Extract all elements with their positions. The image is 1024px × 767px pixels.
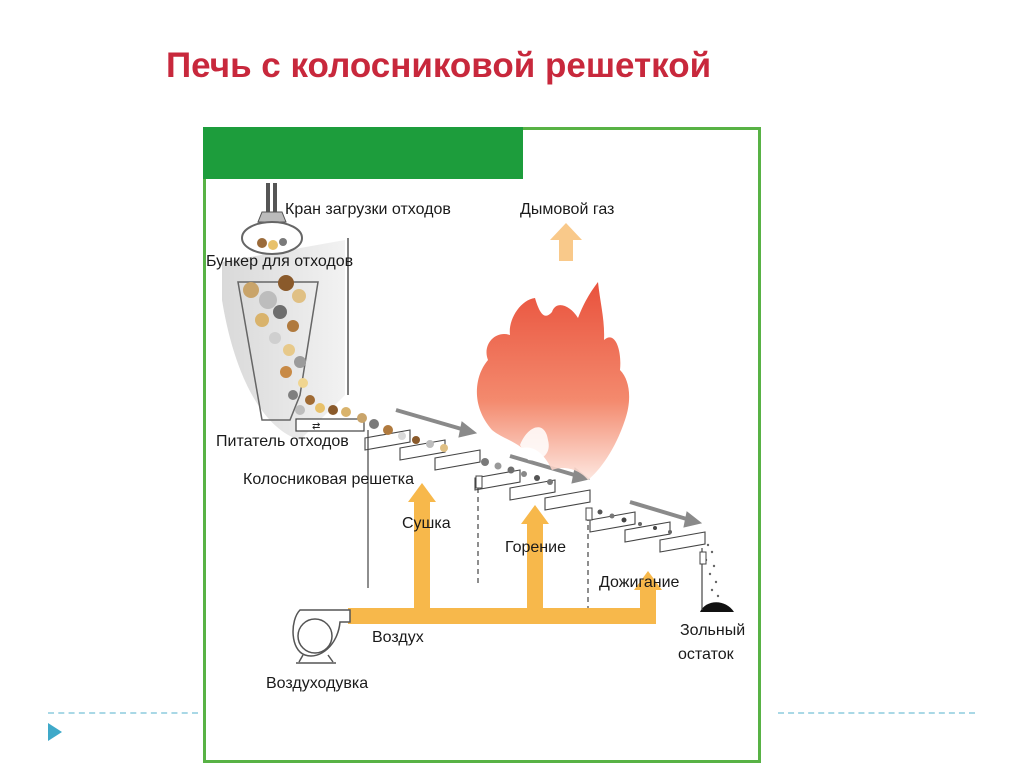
grate-direction-arrows xyxy=(395,408,703,528)
air-duct xyxy=(348,483,662,624)
combustion-label: Горение xyxy=(505,539,566,556)
footer-rule-left xyxy=(48,712,198,714)
bunker-label: Бункер для отходов xyxy=(206,253,354,270)
ash-pile xyxy=(700,602,734,612)
footer-rule-right xyxy=(778,712,975,714)
feeder-label: Питатель отходов xyxy=(216,433,349,450)
blower-label: Воздуходувка xyxy=(266,675,369,692)
ash-label-line2: остаток xyxy=(678,646,734,663)
fan-icon xyxy=(292,609,351,664)
afterburning-label: Дожигание xyxy=(599,574,680,591)
ash-label-line1: Зольный xyxy=(680,622,746,639)
hopper xyxy=(237,281,319,421)
crane-label: Кран загрузки отходов xyxy=(285,201,451,218)
crane-grab-icon xyxy=(241,183,303,255)
waste-balls xyxy=(243,275,351,417)
svg-text:⇄: ⇄ xyxy=(312,421,320,432)
grate-waste xyxy=(357,413,672,534)
flue-gas-arrow xyxy=(550,223,582,261)
flue-gas-label: Дымовой газ xyxy=(520,201,615,218)
flame xyxy=(476,282,630,480)
frame-header-band xyxy=(203,127,523,179)
slide-title: Печь с колосниковой решеткой xyxy=(166,46,712,85)
grate-label: Колосниковая решетка xyxy=(243,471,415,488)
air-label: Воздух xyxy=(372,629,424,646)
nav-triangle-icon[interactable] xyxy=(48,723,62,741)
feeder-plate xyxy=(295,418,365,432)
drying-label: Сушка xyxy=(402,515,451,532)
ash-fall xyxy=(704,543,720,598)
